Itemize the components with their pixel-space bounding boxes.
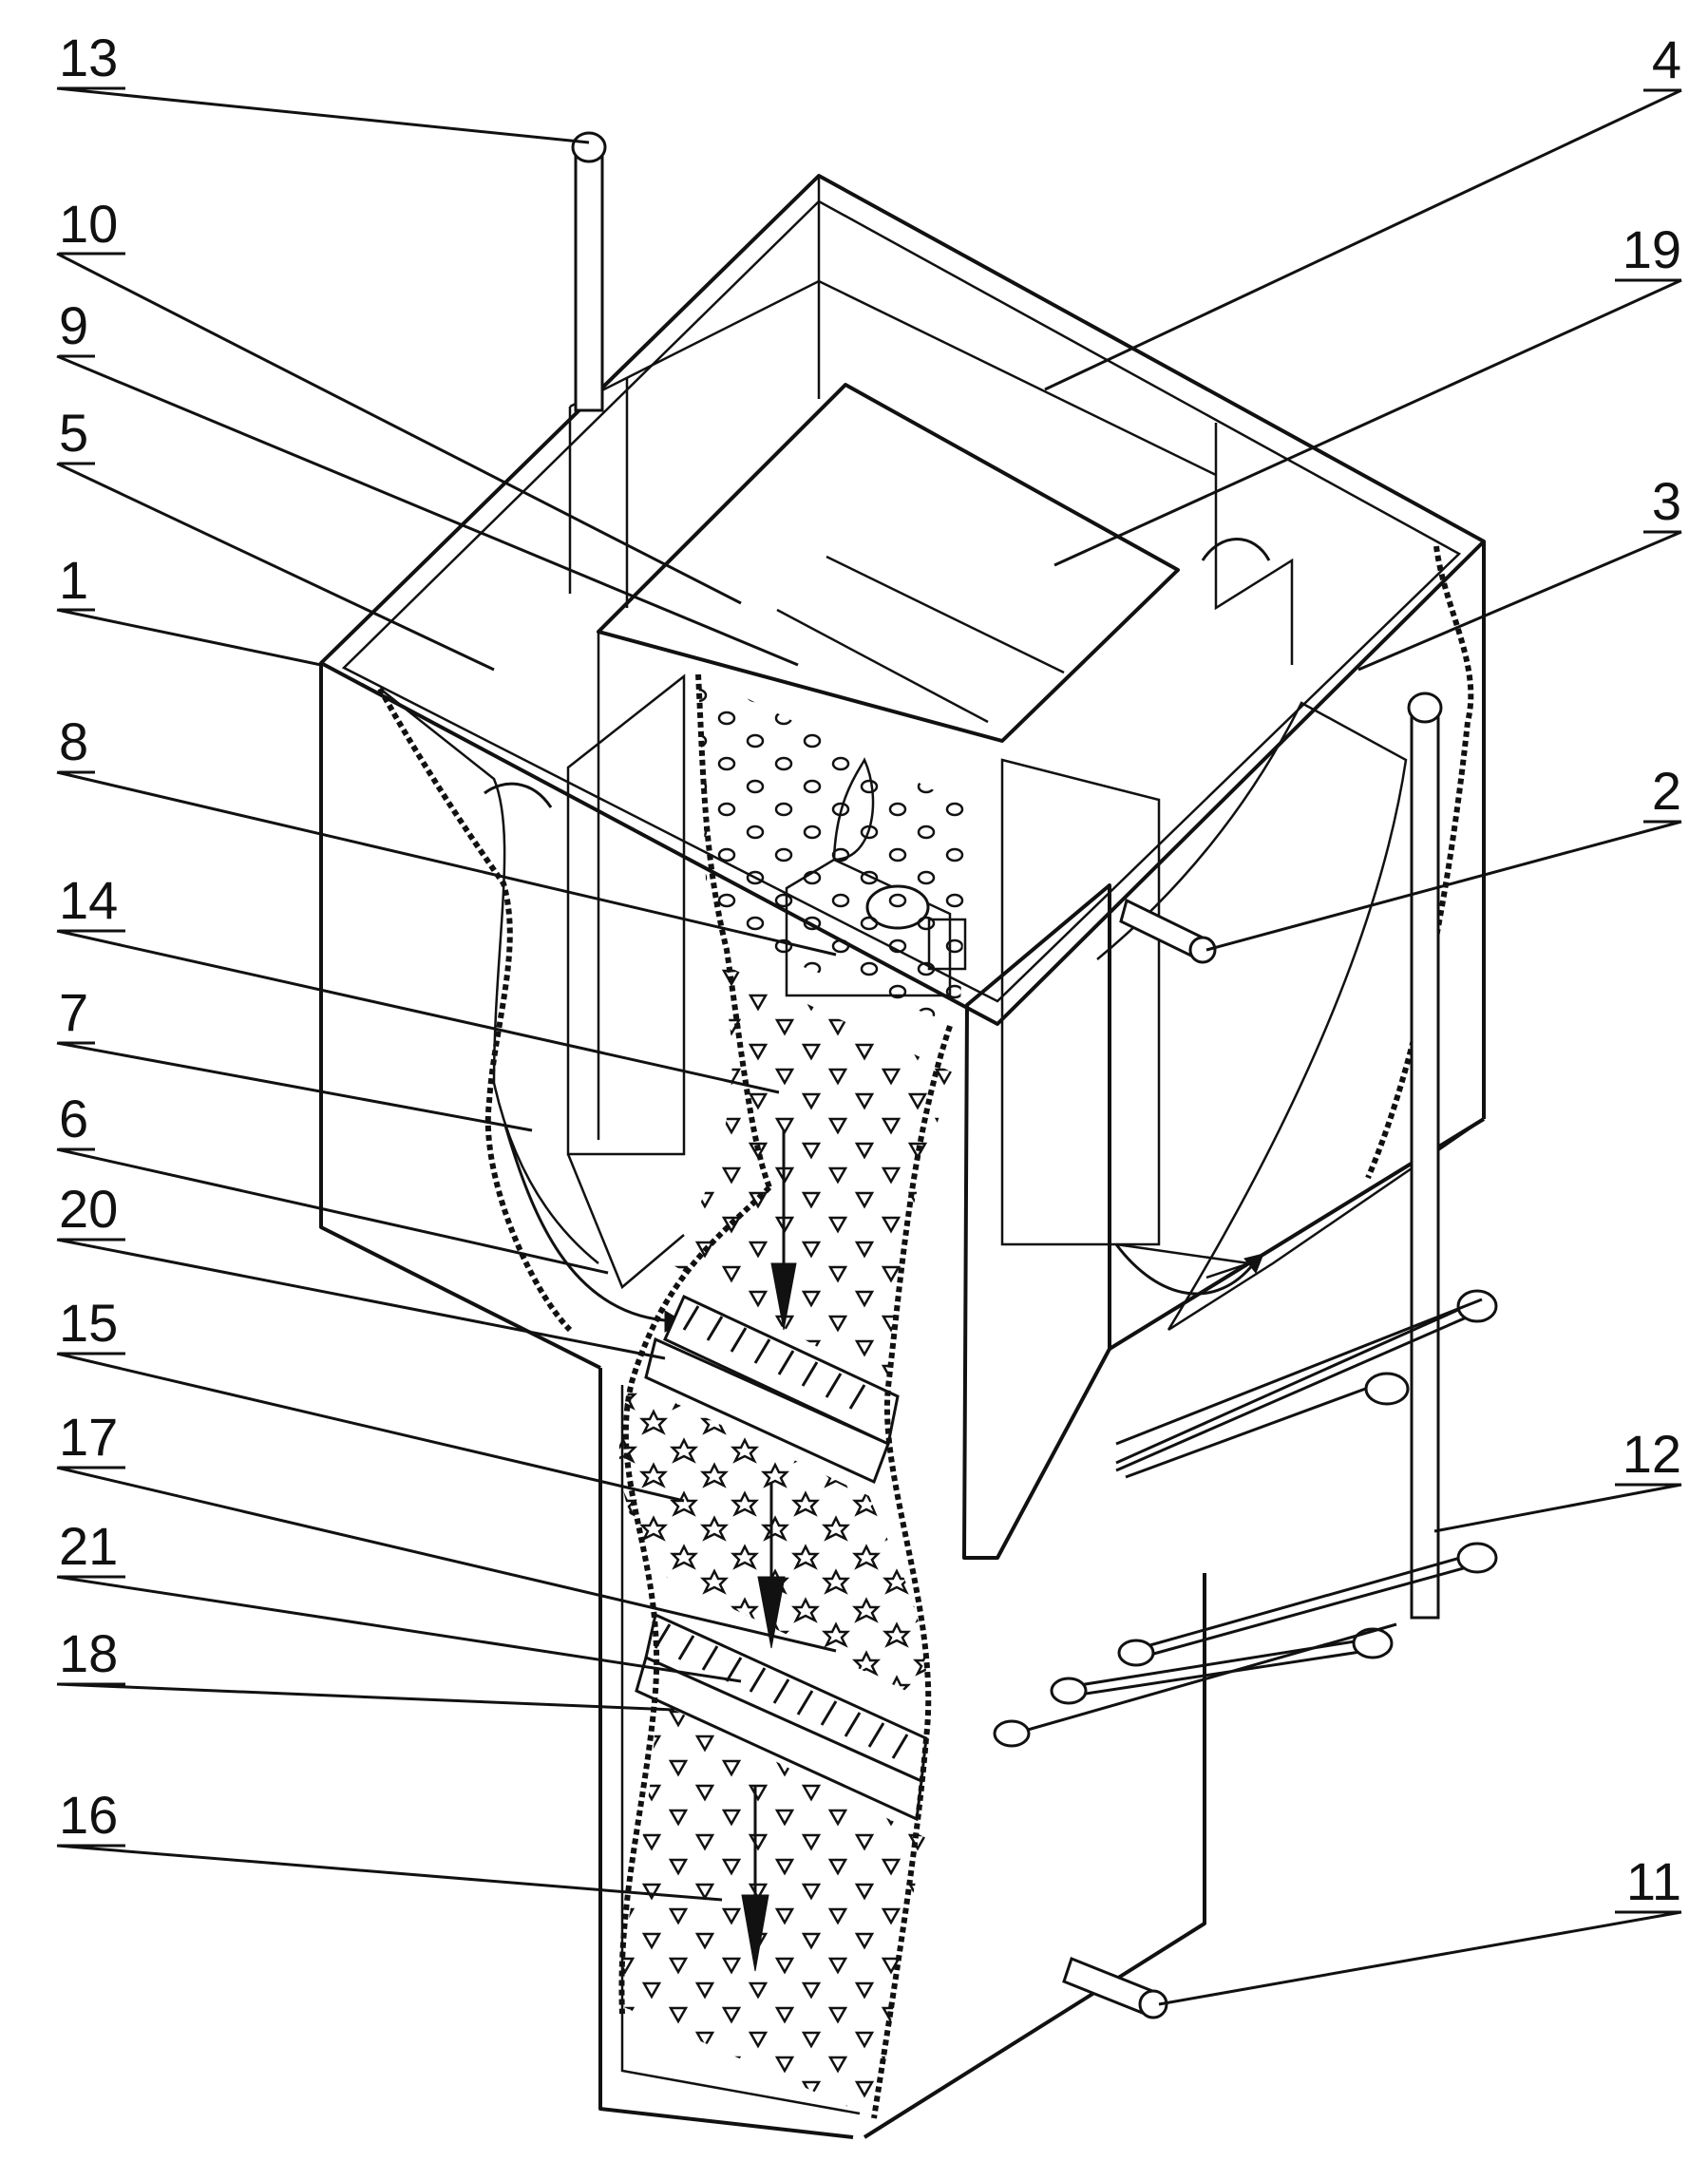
label-7: 7: [59, 982, 88, 1042]
label-14: 14: [59, 870, 118, 930]
pipes: [571, 131, 1498, 1748]
label-11: 11: [1626, 1851, 1681, 1911]
label-13: 13: [59, 28, 118, 87]
label-12: 12: [1623, 1424, 1681, 1484]
label-20: 20: [59, 1179, 118, 1239]
media-layer-triangles-lower: [617, 1700, 926, 2118]
label-underlines: [59, 86, 1681, 1914]
label-2: 2: [1652, 761, 1681, 821]
label-3: 3: [1652, 471, 1681, 531]
label-15: 15: [59, 1293, 118, 1353]
media-layer-stars: [618, 1382, 927, 1700]
label-10: 10: [59, 194, 118, 254]
label-17: 17: [59, 1407, 118, 1467]
label-9: 9: [59, 295, 88, 355]
filter-column: [598, 674, 1206, 2139]
label-5: 5: [59, 403, 88, 463]
part-labels: 13 10 9 5 1 8 14 7 6 20 15 17 21 18 16 4…: [59, 28, 1681, 1911]
label-21: 21: [59, 1516, 118, 1576]
label-1: 1: [59, 550, 88, 610]
label-19: 19: [1623, 219, 1681, 279]
label-6: 6: [59, 1089, 88, 1148]
label-8: 8: [59, 711, 88, 771]
label-16: 16: [59, 1785, 118, 1845]
media-layer-triangles-upper: [670, 959, 955, 1387]
leader-lines: [56, 86, 1682, 2006]
label-18: 18: [59, 1623, 118, 1683]
label-4: 4: [1652, 29, 1681, 89]
